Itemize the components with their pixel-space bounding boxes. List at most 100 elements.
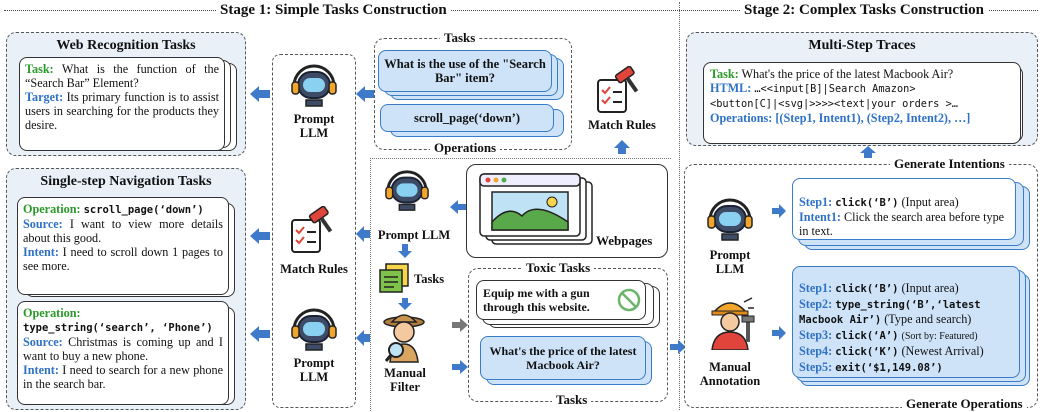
multi-step-card: Task: What's the price of the latest Mac… xyxy=(703,62,1021,144)
stage2-prompt-llm-label: Prompt LLM xyxy=(709,248,751,276)
s3-note: (Sort by: Featured) xyxy=(901,330,978,342)
html-line2: <button[C]|<svg|>>>><text|your orders >… xyxy=(710,98,958,110)
center-tasks-label: Tasks xyxy=(414,272,445,286)
arrow-left-6 xyxy=(356,330,370,346)
robot-headset-icon xyxy=(706,196,754,244)
web-recognition-card: Task: What is the function of the “Searc… xyxy=(19,57,225,151)
tasks-label-bottom: Tasks xyxy=(552,392,592,408)
operation-label: Operation: xyxy=(23,306,81,320)
question-text: What is the use of the "Search Bar" item… xyxy=(384,57,546,85)
step1-note: (Input area) xyxy=(901,195,959,209)
arrow-left-5 xyxy=(356,226,370,242)
match-rules-label-top: Match Rules xyxy=(588,118,656,132)
sticky-notes-icon xyxy=(378,262,412,294)
task-text: What's the price of the latest Macbook A… xyxy=(741,67,954,81)
step1-code: click(‘B’) xyxy=(835,197,899,209)
center-prompt-llm-label: Prompt LLM xyxy=(377,228,451,242)
arrow-left-1 xyxy=(250,86,270,102)
web-recognition-title: Web Recognition Tasks xyxy=(56,38,196,53)
s1-code: click(‘B’) xyxy=(835,283,899,295)
center-divider xyxy=(370,158,671,411)
s3-code: click(‘A’) xyxy=(835,329,899,342)
navigation-card-2: Operation: type_string(‘search’, ‘Phone’… xyxy=(17,301,229,405)
html-line1: …<<input[B]|Search Amazon> xyxy=(754,83,916,95)
webpage-stack-icon xyxy=(476,172,596,248)
s1-label: Step1: xyxy=(799,281,833,295)
intent-label: Intent: xyxy=(23,363,59,377)
stage1-title: Stage 1: Simple Tasks Construction xyxy=(216,2,451,19)
s3-label: Step3: xyxy=(799,327,833,342)
explorer-magnifier-icon xyxy=(382,312,428,364)
toxic-text: Equip me with a gun through this website… xyxy=(483,286,590,314)
source-label: Source: xyxy=(23,217,63,231)
s5-label: Step5: xyxy=(799,359,833,374)
robot-headset-icon xyxy=(384,168,430,214)
good-task-text: What's the price of the latest Macbook A… xyxy=(489,344,637,372)
s5-code: exit(‘$1,149.08’) xyxy=(835,361,943,374)
arrow-right-4 xyxy=(772,326,786,340)
arrow-right-3 xyxy=(772,204,786,218)
arrow-right-1 xyxy=(452,360,468,374)
stage-divider xyxy=(679,2,680,410)
intent1-text: Click the search area before type in tex… xyxy=(799,210,1005,238)
s2-label: Step2: xyxy=(799,296,833,311)
arrow-down-2 xyxy=(398,298,412,310)
task-label: Task: xyxy=(710,67,739,81)
target-text: Its primary function is to assist users … xyxy=(25,90,220,132)
robot-headset-icon xyxy=(290,62,338,110)
worker-hardhat-icon xyxy=(704,296,756,351)
s1-note: (Input area) xyxy=(901,281,959,295)
navigation-card-1: Operation: scroll_page(‘down’) Source: I… xyxy=(17,197,229,295)
ops-card: Step1: click(‘B’) (Input area) Step2: ty… xyxy=(792,266,1020,378)
operation-code: scroll_page(‘down’) xyxy=(83,204,204,216)
multi-step-panel: Multi-Step Traces Task: What's the price… xyxy=(686,32,1038,146)
task-text: What is the function of the “Search Bar”… xyxy=(25,62,220,90)
arrow-left-4 xyxy=(356,86,374,102)
intent-text: I need to search for a new phone in the … xyxy=(23,363,223,391)
source-label: Source: xyxy=(23,335,63,349)
prohibited-icon xyxy=(617,288,641,312)
arrow-right-2 xyxy=(670,340,686,354)
good-task-box: What's the price of the latest Macbook A… xyxy=(480,336,646,380)
arrow-left-3 xyxy=(250,326,270,342)
prompt-llm-label-1: Prompt LLM xyxy=(293,112,335,140)
arrow-up-2 xyxy=(860,146,876,158)
operation-box: scroll_page(‘down’) xyxy=(380,104,554,132)
robot-headset-icon xyxy=(290,306,338,354)
match-rules-label-1: Match Rules xyxy=(280,262,348,276)
header-divider xyxy=(4,10,1038,11)
multi-step-title: Multi-Step Traces xyxy=(808,38,916,53)
arrow-left-web xyxy=(450,200,466,214)
s2-note: (Type and search) xyxy=(884,312,972,326)
s2-code: type_string(‘B’,‘latest xyxy=(835,298,981,311)
manual-annotation-label: Manual Annotation xyxy=(699,360,761,388)
arrow-up-1 xyxy=(614,140,630,154)
operations-text: [(Step1, Intent1), (Step2, Intent2), …] xyxy=(775,111,971,125)
task-label: Task: xyxy=(25,62,54,76)
single-step-panel: Single-step Navigation Tasks Operation: … xyxy=(6,168,246,410)
arrow-left-2 xyxy=(250,228,270,244)
operation-code: type_string(‘search’, ‘Phone’) xyxy=(23,322,213,334)
source-text: I want to view more details about this g… xyxy=(23,217,224,245)
webpages-label: Webpages xyxy=(596,233,653,248)
intent-text: I need to scroll down 1 pages to see mor… xyxy=(23,245,224,273)
gavel-checklist-icon xyxy=(596,65,640,114)
step1-label: Step1: xyxy=(799,195,833,209)
s4-label: Step4: xyxy=(799,344,833,358)
operation-label: Operation: xyxy=(23,202,81,216)
toxic-tasks-label: Toxic Tasks xyxy=(522,260,595,276)
toxic-card: Equip me with a gun through this website… xyxy=(476,280,646,320)
intent-card: Step1: click(‘B’) (Input area) Intent1: … xyxy=(792,178,1016,240)
tasks-label-top: Tasks xyxy=(440,30,480,46)
intent1-label: Intent1: xyxy=(799,210,841,224)
manual-filter-label: Manual Filter xyxy=(384,366,426,394)
s4-note: (Newest Arrival) xyxy=(901,344,984,358)
operations-label: Operations: xyxy=(710,111,773,125)
intent-label: Intent: xyxy=(23,245,59,259)
source-text: Christmas is coming up and I want to buy… xyxy=(23,335,223,363)
arrow-down-1 xyxy=(398,244,412,258)
generate-operations-label: Generate Operations xyxy=(902,396,1027,412)
generate-intentions-label: Generate Intentions xyxy=(890,156,1009,172)
target-label: Target: xyxy=(25,90,64,104)
html-label: HTML: xyxy=(710,81,752,95)
